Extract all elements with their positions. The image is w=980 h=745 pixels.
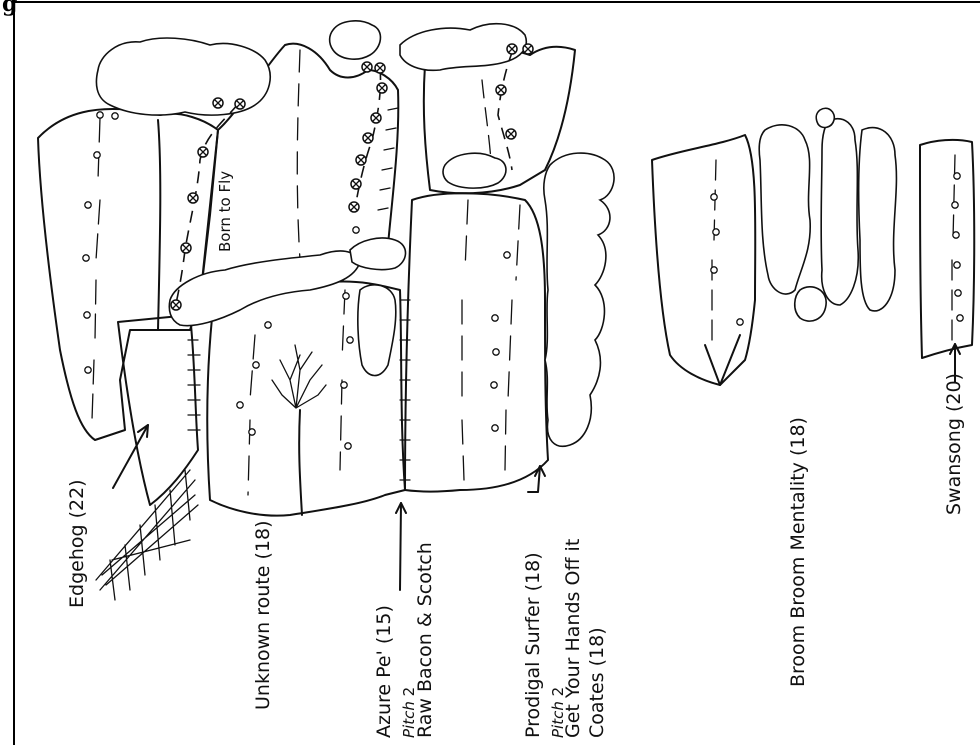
label-prodigal-surfer: Prodigal Surfer (18) bbox=[522, 552, 544, 738]
label-get-your-hands: Get Your Hands Off it bbox=[562, 539, 584, 738]
far-right-bushes bbox=[759, 108, 896, 321]
label-edgehog: Edgehog (22) bbox=[66, 479, 88, 608]
right-bush-mass bbox=[544, 153, 614, 446]
edgehog-block bbox=[118, 315, 200, 505]
label-unknown-route: Unknown route (18) bbox=[252, 521, 274, 710]
label-swansong: Swansong (20) bbox=[943, 373, 965, 515]
label-raw-bacon: Raw Bacon & Scotch bbox=[414, 542, 436, 738]
raw-bacon-route-line bbox=[498, 50, 513, 170]
prodigal-block bbox=[405, 193, 548, 491]
label-broom-broom: Broom Broom Mentality (18) bbox=[787, 417, 809, 687]
label-born-to-fly: Born to Fly bbox=[214, 171, 236, 252]
label-coates: Coates (18) bbox=[586, 627, 608, 738]
label-azure-pe: Azure Pe' (15) bbox=[373, 605, 395, 738]
swansong-block bbox=[920, 140, 974, 358]
broom-slab bbox=[652, 135, 755, 385]
